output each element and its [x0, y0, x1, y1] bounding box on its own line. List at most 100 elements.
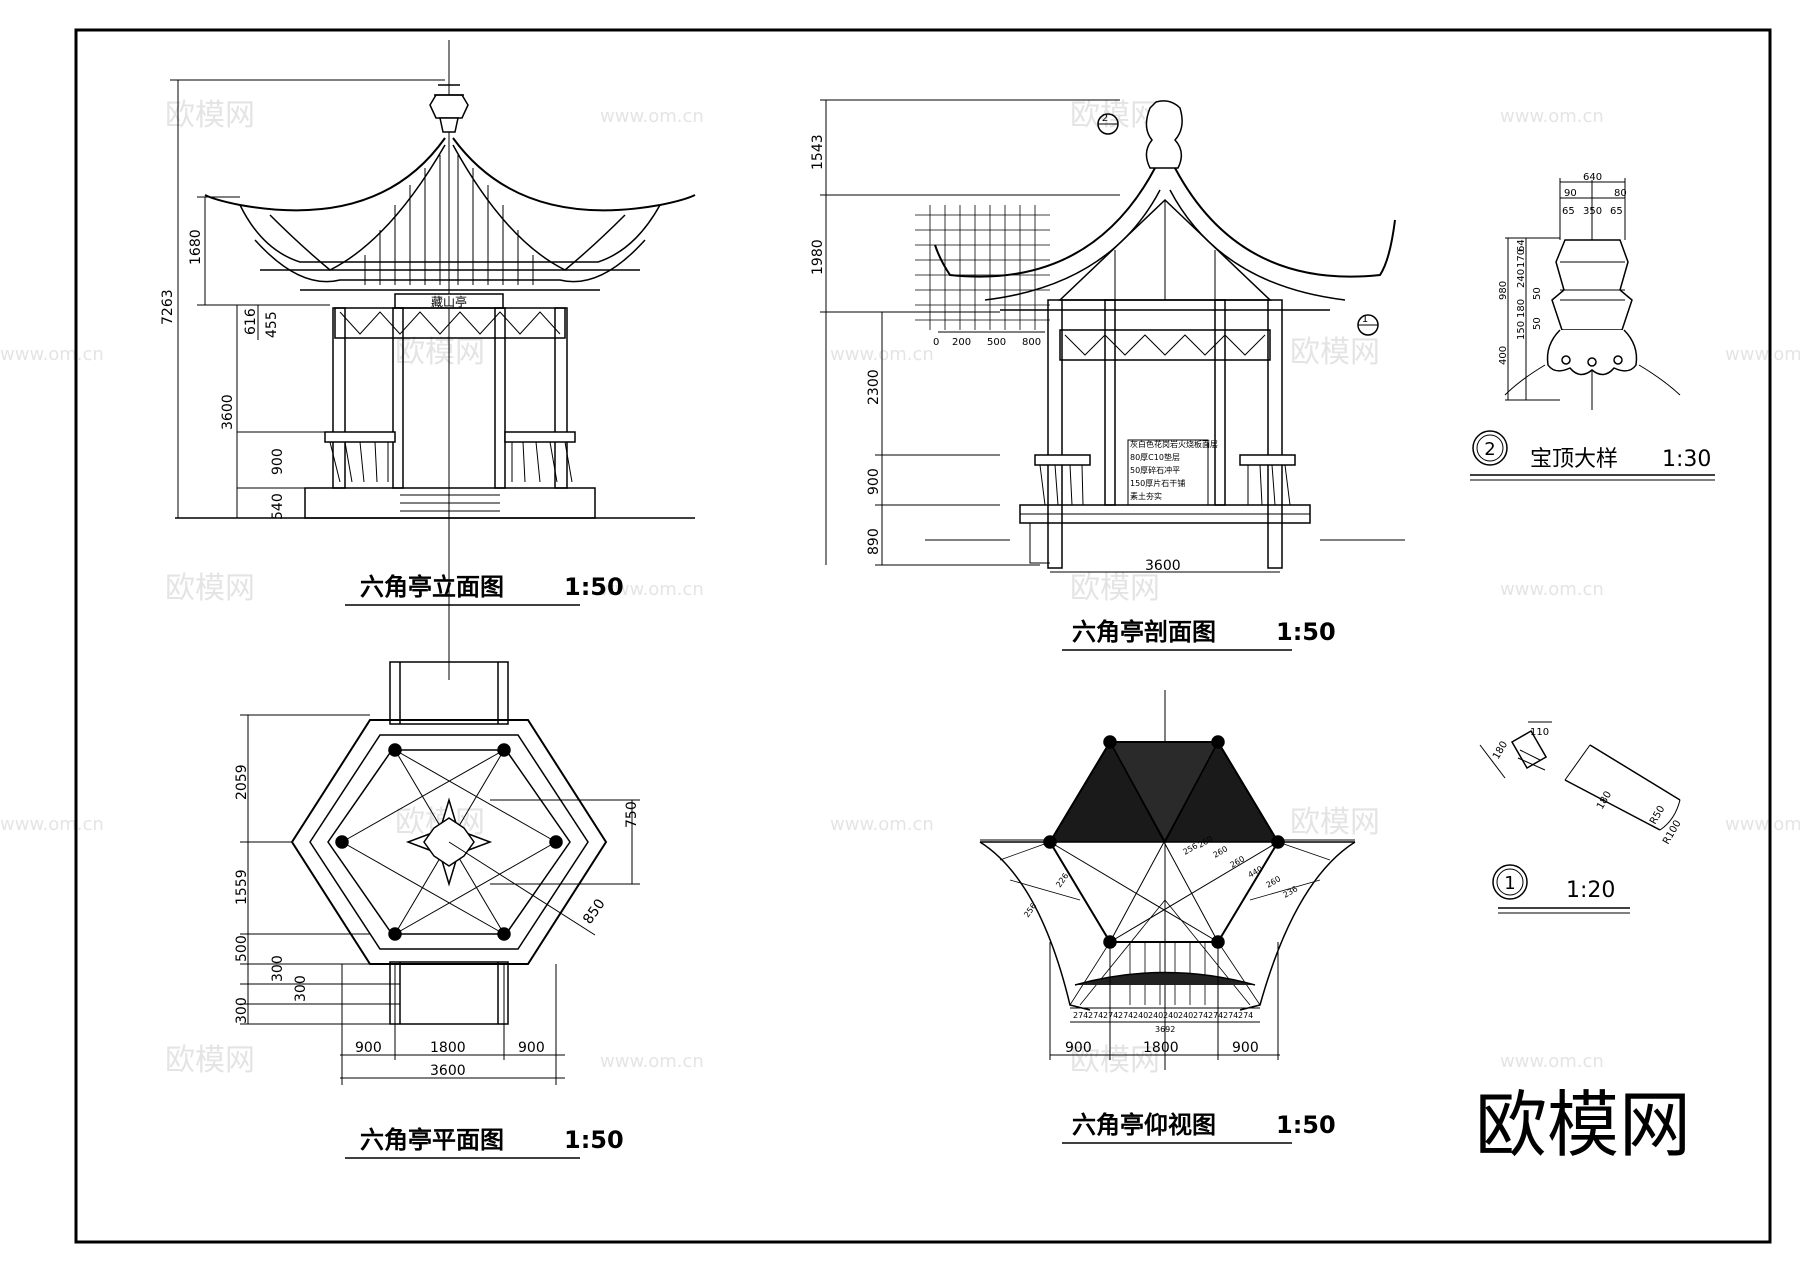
rafter-spacing: 240 [1178, 1011, 1193, 1020]
dim-label: 110 [1530, 727, 1549, 738]
section-scale: 1:50 [1276, 618, 1336, 646]
elevation-title: 六角亭立面图 [360, 573, 504, 601]
watermark: 欧模网 [395, 335, 485, 370]
watermark-url: www.om.cn [0, 344, 104, 365]
finial-title: 宝顶大样 [1530, 447, 1618, 472]
dim-label: 180 [1595, 789, 1614, 811]
watermark: 欧模网 [165, 571, 255, 606]
plaque-text: 藏山亭 [431, 294, 467, 309]
watermark-url: www.om.cn [600, 1051, 704, 1072]
marker-number: 1 [1362, 314, 1368, 325]
rafter-spacing: 274 [1103, 1011, 1118, 1020]
rafter-label: 256 [1022, 901, 1038, 919]
rafter-spacing: 240 [1133, 1011, 1148, 1020]
section-labels: 1543 1980 2300 900 890 3600 0 200 500 80… [810, 113, 1368, 651]
material-note: 50厚碎石冲平 [1130, 465, 1180, 475]
plan-view [240, 661, 640, 1085]
dim-label: 350 [1583, 206, 1602, 217]
watermark-url: www.om.cn [600, 106, 704, 127]
detail-1 [1479, 721, 1681, 914]
sheet-border [74, 28, 1772, 1244]
watermark: 欧模网 [1070, 571, 1160, 606]
dim-label: 900 [518, 1040, 545, 1056]
dim-label: 455 [264, 311, 280, 338]
material-note: 灰白色花岗岩火烧板面层 [1130, 439, 1218, 449]
watermarks: 欧模网 www.om.cn 欧模网 www.om.cn www.om.cn 欧模… [0, 98, 1800, 1078]
section-grid [915, 205, 1050, 330]
watermark-url: www.om.cn [1725, 344, 1800, 365]
dim-label: 50 [1532, 287, 1543, 300]
rafter-spacing: 274 [1193, 1011, 1208, 1020]
watermark-url: www.om.cn [1725, 814, 1800, 835]
plan-scale: 1:50 [564, 1126, 624, 1154]
ceiling-labels: 256 260 260 260 440 260 236 226 256 274 … [1022, 834, 1336, 1144]
dim-label: 2059 [234, 764, 250, 800]
dim-label: 1980 [810, 239, 826, 275]
detail-1-scale: 1:20 [1566, 878, 1615, 903]
rafter-label: 260 [1212, 844, 1230, 859]
dim-label: 240 [1516, 269, 1527, 288]
dim-label: 1680 [188, 229, 204, 265]
rafter-label: 260 [1229, 854, 1247, 869]
dim-label: 900 [1065, 1040, 1092, 1056]
watermark: 欧模网 [1290, 805, 1380, 840]
rafter-spacing: 240 [1163, 1011, 1178, 1020]
material-note: 素土夯实 [1130, 491, 1162, 501]
dim-label: 180 [1516, 299, 1527, 318]
rafter-spacing: 274 [1208, 1011, 1223, 1020]
watermark: 欧模网 [1070, 1043, 1160, 1078]
elevation-labels: 7263 1680 616 455 3600 900 540 藏山亭 六角亭立面… [160, 229, 624, 606]
watermark-url: www.om.cn [600, 579, 704, 600]
dim-label: 90 [1564, 188, 1577, 199]
scale-bar-label: 200 [952, 337, 971, 348]
section-title: 六角亭剖面图 [1072, 618, 1216, 646]
ceiling-scale: 1:50 [1276, 1111, 1336, 1139]
dim-label: 890 [866, 528, 882, 555]
dim-label: 300 [234, 997, 250, 1024]
dim-label: 750 [624, 801, 640, 828]
ceiling-view [979, 690, 1356, 1070]
finial-labels: 640 90 80 65 350 65 980 64 170 240 50 18… [1484, 172, 1711, 472]
watermark: 欧模网 [1290, 335, 1380, 370]
dim-label: 150 [1516, 321, 1527, 340]
dim-label: 180 [1491, 739, 1510, 761]
dim-label: 1800 [1143, 1040, 1179, 1056]
detail-marker: 1 [1504, 873, 1515, 894]
dim-label: R100 [1661, 818, 1684, 846]
dim-label: 3600 [220, 394, 236, 430]
brand-logo: 欧模网 [1475, 1083, 1691, 1167]
material-note: 80厚C10垫层 [1130, 452, 1180, 462]
dim-label: 65 [1610, 206, 1623, 217]
dim-label: 80 [1614, 188, 1627, 199]
scale-bar-label: 0 [933, 337, 939, 348]
watermark-url: www.om.cn [0, 814, 104, 835]
rafter-spacing: 274 [1073, 1011, 1088, 1020]
dim-label: 980 [1498, 281, 1509, 300]
rafter-label: 440 [1247, 864, 1265, 879]
dim-label: 300 [293, 975, 309, 1002]
dim-label: 7263 [160, 289, 176, 325]
rafter-spacing: 274 [1118, 1011, 1133, 1020]
detail-marker: 2 [1484, 439, 1495, 460]
overall-dim: 3692 [1155, 1025, 1175, 1034]
dim-label: 65 [1562, 206, 1575, 217]
dim-label: 2300 [866, 369, 882, 405]
material-note: 150厚片石干铺 [1130, 478, 1185, 488]
dim-label: 500 [234, 935, 250, 962]
scale-bar-label: 800 [1022, 337, 1041, 348]
dim-label: 850 [580, 896, 608, 927]
dim-label: 400 [1498, 346, 1509, 365]
watermark: 欧模网 [1070, 98, 1160, 133]
dim-label: 900 [1232, 1040, 1259, 1056]
dim-label: 3600 [1145, 558, 1181, 574]
rafter-label: 260 [1265, 874, 1283, 889]
dim-label: 640 [1583, 172, 1602, 183]
watermark-url: www.om.cn [1500, 1051, 1604, 1072]
dim-label: 900 [866, 468, 882, 495]
watermark: 欧模网 [165, 1043, 255, 1078]
finial-detail [1470, 178, 1715, 481]
watermark-url: www.om.cn [830, 814, 934, 835]
elevation-view [170, 40, 696, 680]
